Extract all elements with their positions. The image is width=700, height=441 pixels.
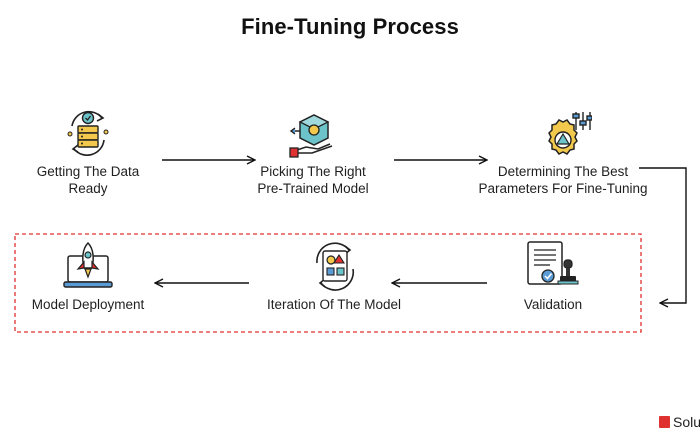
validation-document-stamp-icon — [527, 241, 579, 285]
step-label-determining-best-parameters: Determining The Best Parameters For Fine… — [478, 164, 648, 196]
step-label-validation: Validation — [523, 297, 583, 312]
data-server-icon — [67, 110, 109, 156]
dashed-group-box — [14, 233, 642, 333]
gear-sliders-icon — [548, 112, 592, 155]
brand-logo: Solu — [659, 414, 700, 430]
model-cube-hand-icon — [289, 114, 333, 158]
iteration-cycle-icon — [316, 242, 355, 291]
step-label-iteration-of-model: Iteration Of The Model — [266, 297, 402, 312]
step-label-model-deployment: Model Deployment — [31, 297, 145, 312]
brand-mark-icon — [659, 416, 670, 428]
step-label-getting-data-ready: Getting The Data Ready — [36, 164, 140, 196]
arrow-step3-to-step4 — [639, 167, 687, 303]
step-label-picking-pretrained-model: Picking The Right Pre-Trained Model — [257, 164, 369, 196]
page-title: Fine-Tuning Process — [241, 14, 459, 39]
rocket-laptop-icon — [63, 241, 113, 288]
